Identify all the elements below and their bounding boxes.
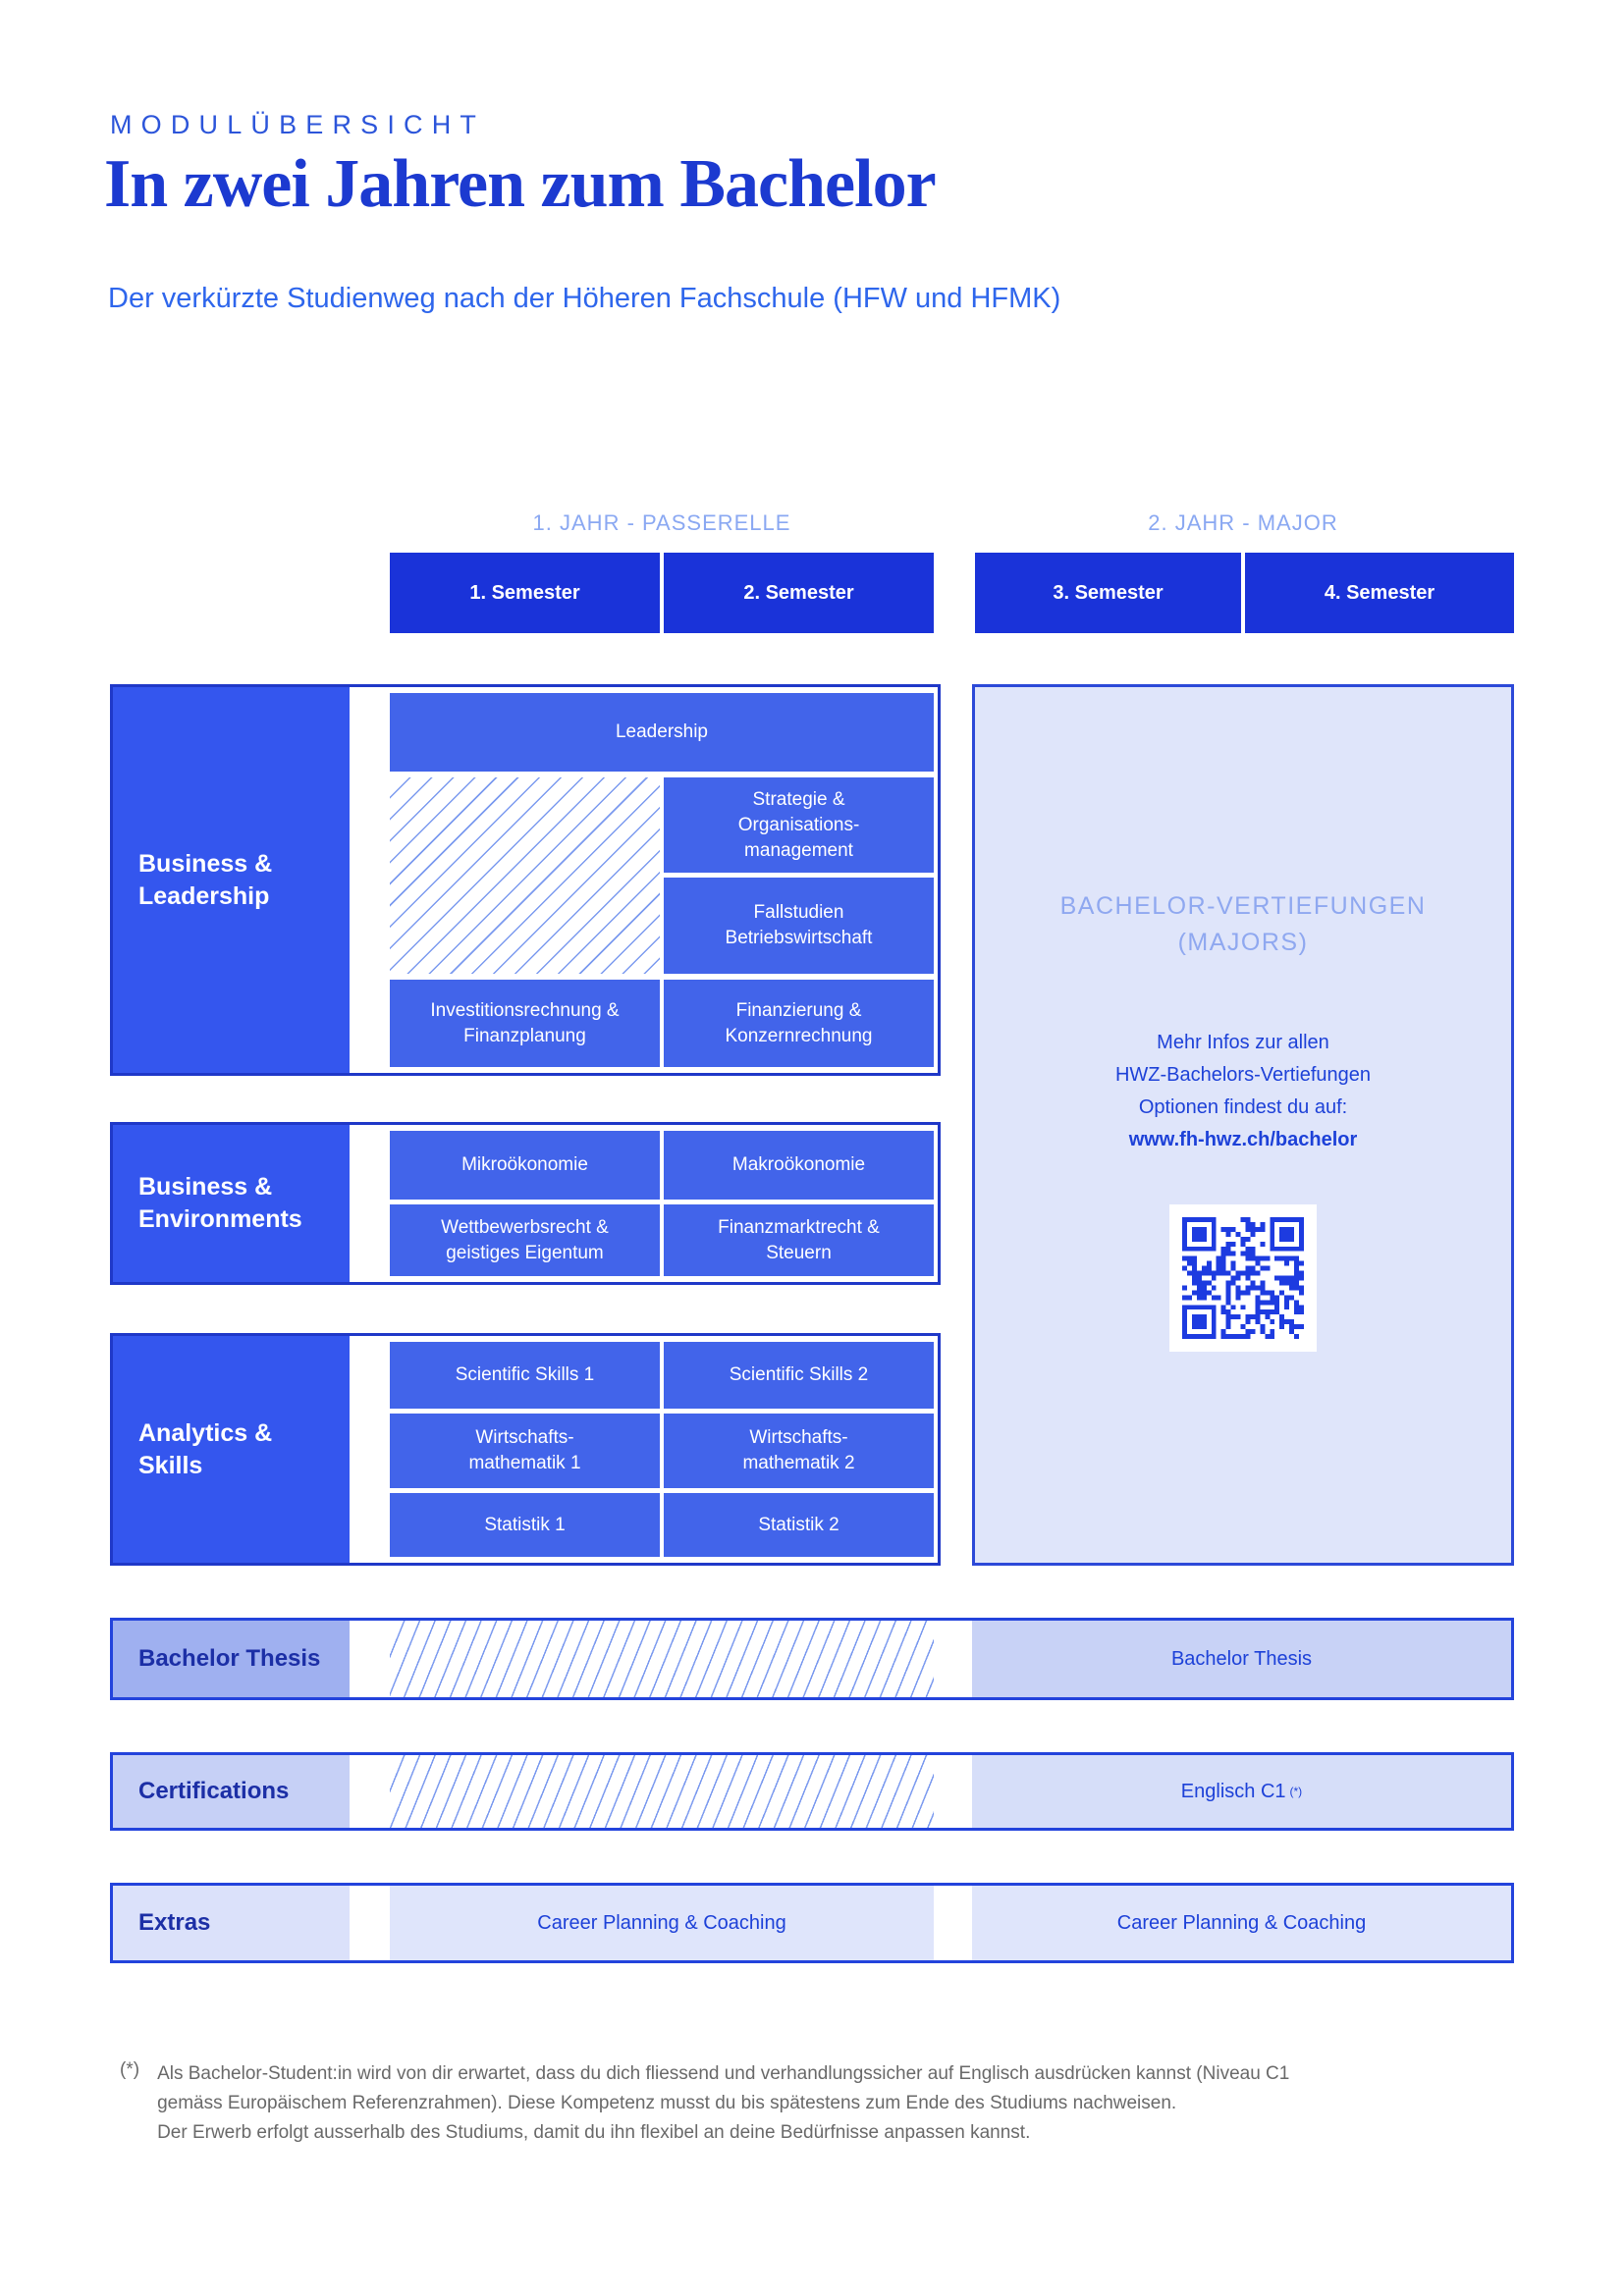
page-subtitle: Der verkürzte Studienweg nach der Höhere… <box>108 283 1061 314</box>
majors-info-line3: Optionen findest du auf: <box>1138 1096 1348 1118</box>
semester-bar-4: 4. Semester <box>1245 553 1514 633</box>
qr-code <box>1169 1204 1317 1352</box>
semester-bar-2: 2. Semester <box>664 553 934 633</box>
year2-label: 2. JAHR - MAJOR <box>1148 510 1338 535</box>
module-statistik-2: Statistik 2 <box>664 1493 934 1557</box>
majors-info-line2: HWZ-Bachelors-Vertiefungen <box>1114 1064 1372 1086</box>
semester-bar-3: 3. Semester <box>975 553 1241 633</box>
row-bachelor-thesis: Bachelor Thesis Bachelor Thesis <box>110 1618 1514 1700</box>
page-title: In zwei Jahren zum Bachelor <box>104 146 937 222</box>
cell-career-planning-year1: Career Planning & Coaching <box>390 1886 934 1960</box>
module-wirtschaftsmathematik-1: Wirtschafts- mathematik 1 <box>390 1414 660 1488</box>
year1-label: 1. JAHR - PASSERELLE <box>532 510 791 535</box>
majors-link[interactable]: www.fh-hwz.ch/bachelor <box>1128 1129 1358 1150</box>
module-scientific-skills-2: Scientific Skills 2 <box>664 1342 934 1409</box>
row-label-extras: Extras <box>113 1886 350 1960</box>
majors-heading: BACHELOR-VERTIEFUNGEN (MAJORS) <box>1059 892 1427 956</box>
module-finanzmarktrecht-steuern: Finanzmarktrecht & Steuern <box>664 1204 934 1276</box>
majors-info-line1: Mehr Infos zur allen <box>1157 1032 1329 1053</box>
module-makrooekonomie: Makroökonomie <box>664 1131 934 1200</box>
module-fallstudien-betriebswirtschaft: Fallstudien Betriebswirtschaft <box>664 878 934 974</box>
module-finanzierung-konzernrechnung: Finanzierung & Konzernrechnung <box>664 980 934 1067</box>
footnote: (*) Als Bachelor-Student:in wird von dir… <box>120 2059 1514 2148</box>
majors-panel: BACHELOR-VERTIEFUNGEN (MAJORS) Mehr Info… <box>972 684 1514 1566</box>
majors-info: Mehr Infos zur allen HWZ-Bachelors-Verti… <box>975 1027 1511 1156</box>
section-analytics-skills: Analytics & Skills Scientific Skills 1 S… <box>110 1333 941 1566</box>
cell-bachelor-thesis: Bachelor Thesis <box>972 1621 1511 1697</box>
header-eyebrow: MODULÜBERSICHT <box>110 110 486 139</box>
module-investitionsrechnung-finanzplanung: Investitionsrechnung & Finanzplanung <box>390 980 660 1067</box>
row-label-certifications: Certifications <box>113 1755 350 1828</box>
section-label-business-leadership: Business & Leadership <box>113 687 350 1073</box>
section-business-leadership: Business & Leadership Leadership Strateg… <box>110 684 941 1076</box>
module-scientific-skills-1: Scientific Skills 1 <box>390 1342 660 1409</box>
row-label-bachelor-thesis: Bachelor Thesis <box>113 1621 350 1697</box>
module-strategie-organisationsmanagement: Strategie & Organisations- management <box>664 777 934 873</box>
footnote-marker: (*) <box>120 2059 140 2080</box>
section-label-analytics-skills: Analytics & Skills <box>113 1336 350 1563</box>
hatch-placeholder-thesis-year1 <box>390 1621 934 1697</box>
module-mikrooekonomie: Mikroökonomie <box>390 1131 660 1200</box>
semester-bar-1: 1. Semester <box>390 553 660 633</box>
section-business-environments: Business & Environments Mikroökonomie Ma… <box>110 1122 941 1285</box>
cell-career-planning-year2: Career Planning & Coaching <box>972 1886 1511 1960</box>
footnote-text: Als Bachelor-Student:in wird von dir erw… <box>157 2063 1290 2143</box>
cell-englisch-c1: Englisch C1(*) <box>972 1755 1511 1828</box>
section-label-business-environments: Business & Environments <box>113 1125 350 1282</box>
cell-englisch-c1-text: Englisch C1 <box>1180 1780 1286 1802</box>
hatch-placeholder-certifications-year1 <box>390 1755 934 1828</box>
module-wettbewerbsrecht-geistiges-eigentum: Wettbewerbsrecht & geistiges Eigentum <box>390 1204 660 1276</box>
hatch-placeholder-leadership-sem1 <box>390 777 660 974</box>
row-extras: Extras Career Planning & Coaching Career… <box>110 1883 1514 1963</box>
row-certifications: Certifications Englisch C1(*) <box>110 1752 1514 1831</box>
module-statistik-1: Statistik 1 <box>390 1493 660 1557</box>
module-wirtschaftsmathematik-2: Wirtschafts- mathematik 2 <box>664 1414 934 1488</box>
module-leadership: Leadership <box>390 693 934 772</box>
